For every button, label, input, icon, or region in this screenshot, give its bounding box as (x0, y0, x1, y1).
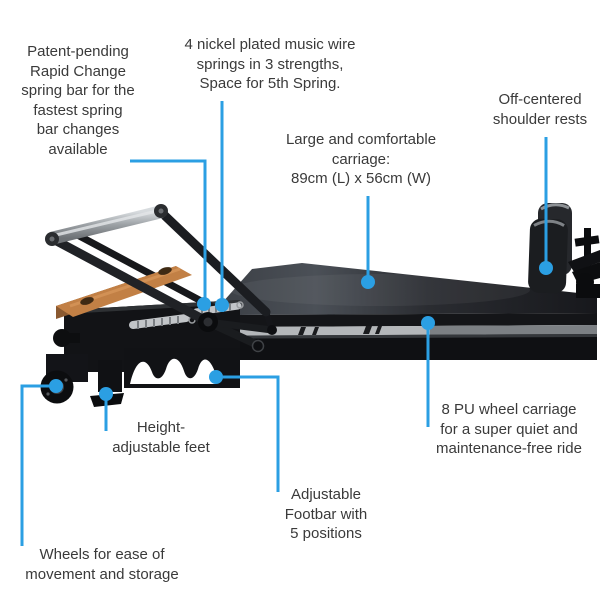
callout-spring-bar (130, 159, 211, 311)
label-footbar: Adjustable Footbar with 5 positions (284, 486, 368, 542)
callout-wheel-carriage (421, 316, 435, 427)
footbar-position-rack (124, 348, 240, 388)
footbar-silver-bar (46, 205, 167, 245)
callout-wheels (20, 379, 63, 546)
callout-feet (99, 387, 113, 431)
callout-line-footbar (216, 375, 280, 492)
callout-dot-carriage (361, 275, 375, 289)
callout-dot-spring-bar (197, 297, 211, 311)
callout-line-wheels (20, 384, 56, 546)
carriage-pad (218, 263, 597, 327)
callout-dot-feet (99, 387, 113, 401)
label-wheel-carriage: 8 PU wheel carriage for a super quiet an… (436, 401, 582, 457)
adjustable-foot (90, 360, 124, 407)
footbar-frame (45, 204, 277, 353)
callout-springs (215, 101, 229, 312)
callout-dot-springs (215, 298, 229, 312)
label-carriage: Large and comfortable carriage: 89cm (L)… (285, 131, 437, 187)
rope-riser-hardware (568, 228, 600, 298)
callout-dot-wheel-carriage (421, 316, 435, 330)
callout-carriage (361, 196, 375, 289)
label-spring-bar: Patent-pending Rapid Change spring bar f… (21, 43, 135, 158)
footbar-rear-tube (66, 227, 222, 314)
callout-footbar (209, 370, 280, 492)
label-shoulder-rests: Off-centered shoulder rests (492, 91, 588, 128)
callout-dot-footbar (209, 370, 223, 384)
shoulder-rest-front (528, 218, 568, 294)
callout-line-spring-bar (130, 159, 207, 303)
carriage-rail (236, 325, 597, 336)
wood-standing-platform (56, 266, 192, 319)
callout-shoulder-rests (539, 137, 553, 275)
label-springs: 4 nickel plated music wire springs in 3 … (184, 36, 356, 92)
callout-dot-wheels (49, 379, 63, 393)
callout-dot-shoulder-rests (539, 261, 553, 275)
label-feet: Height- adjustable feet (112, 419, 210, 456)
label-wheels: Wheels for ease of movement and storage (25, 546, 179, 583)
reformer-machine (40, 203, 600, 407)
